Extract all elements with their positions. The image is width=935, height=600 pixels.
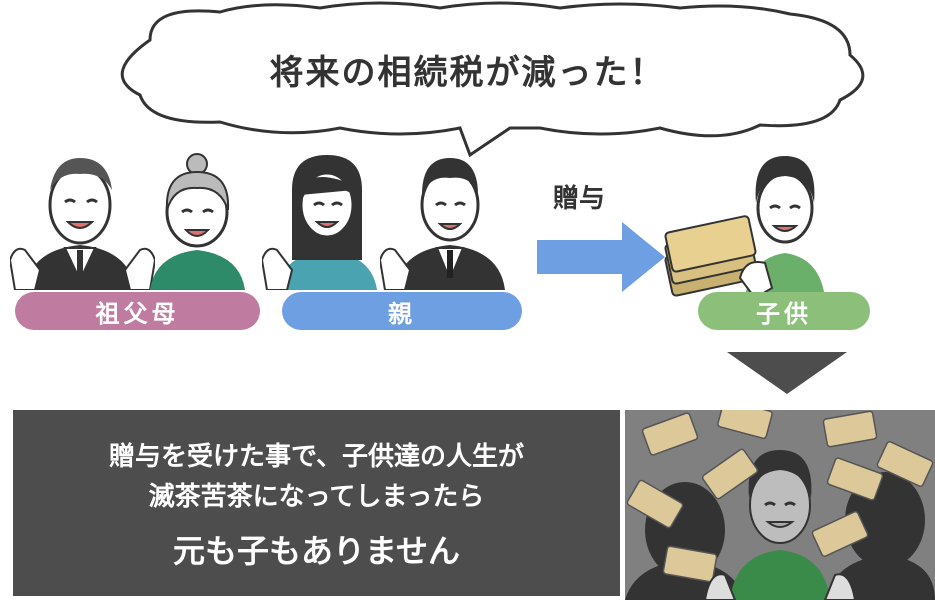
grandmother-figure	[150, 153, 245, 290]
parents-label: 親	[282, 292, 522, 330]
bubble-text: 将来の相続税が減った！	[269, 53, 666, 93]
speech-bubble	[120, 1, 865, 158]
gift-label: 贈与	[553, 184, 606, 214]
mother-figure	[262, 155, 377, 290]
message-line-3: 元も子もありません	[172, 532, 461, 570]
message-line-2: 滅茶苦茶になってしまったら	[148, 482, 485, 512]
grandparents-label: 祖父母	[15, 292, 260, 330]
message-line-1: 贈与を受けた事で、子供達の人生が	[109, 442, 524, 472]
message-box: 贈与を受けた事で、子供達の人生が 滅茶苦茶になってしまったら 元も子もありません	[13, 410, 620, 596]
money-rain-illustration	[625, 410, 935, 600]
arrow-down-icon	[727, 352, 847, 394]
banknote-icon	[626, 410, 934, 583]
child-figure	[664, 156, 825, 298]
money-stack-icon	[664, 215, 757, 297]
child-label: 子供	[698, 292, 870, 330]
arrow-right-icon	[537, 222, 665, 292]
grandfather-figure	[10, 158, 155, 290]
father-figure	[380, 158, 505, 290]
